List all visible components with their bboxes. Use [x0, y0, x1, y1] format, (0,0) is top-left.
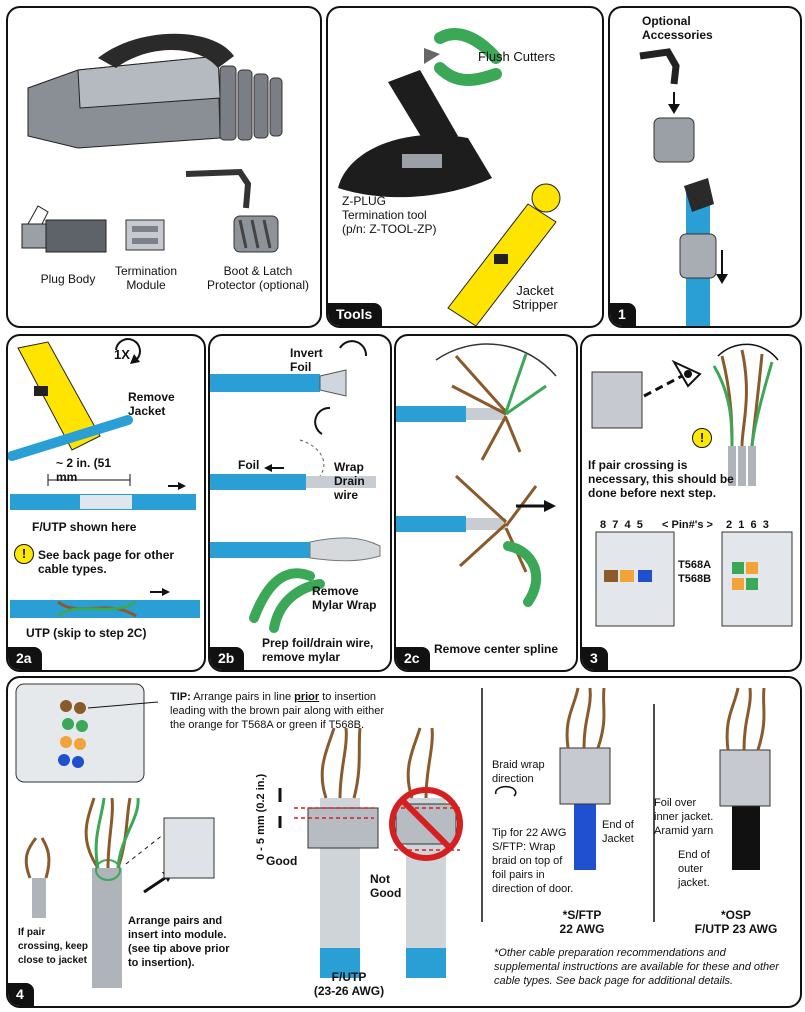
step1-panel: Optional Accessories 1 [608, 6, 802, 328]
step2c-panel: Remove center spline 2c [394, 334, 578, 672]
tip-22awg-note: Tip for 22 AWG S/FTP: Wrap braid on top … [492, 827, 574, 895]
remove-spline-caption: Remove center spline [434, 642, 559, 656]
tools-panel: Flush Cutters Z-PLUG Termination tool (p… [326, 6, 604, 328]
tools-illustration [338, 28, 561, 326]
invert-foil-label: Invert Foil [290, 346, 323, 374]
step2a-badge: 2a [8, 647, 42, 670]
step2a-illustration [8, 338, 200, 618]
end-outer-jacket-label: End of outer jacket. [678, 849, 710, 889]
step2b-panel: Invert Foil Foil Wrap Drain wire Remove … [208, 334, 392, 672]
pins-caption: < Pin#'s > [662, 519, 713, 531]
tip-text-2: to insertion leading with the brown pair… [170, 691, 385, 731]
step2c-illustration [396, 343, 557, 607]
foil-inner-label: Foil over inner jacket. [654, 797, 714, 823]
tip-label: TIP: [170, 691, 191, 703]
step4-illustration [15, 683, 771, 988]
tip-text: TIP: Arrange pairs in line prior to inse… [170, 690, 400, 732]
utp-label: UTP (skip to step 2C) [26, 626, 147, 640]
sftp-caption: *S/FTP 22 AWG [559, 908, 605, 936]
step2b-illustration [210, 340, 381, 633]
plug-illustration [21, 33, 283, 253]
flush-cutters-label: Flush Cutters [478, 49, 556, 64]
step1-badge: 1 [610, 303, 636, 326]
tip-prior: prior [294, 691, 320, 703]
t568a-label: T568A [678, 559, 712, 571]
see-back-note: See back page for other cable types. [38, 548, 175, 576]
braid-direction-label: Braid wrap direction [492, 759, 545, 785]
warning-icon: ! [692, 428, 712, 448]
zplug-tool-icon [338, 70, 492, 198]
termination-module-label: Termination Module [114, 264, 178, 292]
remove-mylar-label: Remove Mylar Wrap [312, 584, 377, 612]
step3-badge: 3 [582, 647, 608, 670]
good-label: Good [266, 854, 298, 868]
osp-caption: *OSP F/UTP 23 AWG [694, 908, 778, 936]
step1-illustration [639, 48, 728, 326]
step2c-badge: 2c [396, 647, 430, 670]
step2a-panel: 1X Remove Jacket ~ 2 in. (51 mm F/UTP sh… [6, 334, 206, 672]
not-good-label: Not Good [370, 872, 402, 900]
plug-body-label: Plug Body [40, 272, 96, 286]
jacket-stripper-label: Jacket Stripper [512, 283, 558, 312]
step3-panel: ! If pair crossing is necessary, this sh… [580, 334, 802, 672]
plug-body-icon [21, 205, 107, 253]
termination-module-icon [125, 219, 165, 251]
step1-title: Optional Accessories [642, 14, 713, 42]
crossing-note: If pair crossing, keep close to jacket [18, 927, 89, 966]
boot-latch-icon [185, 168, 279, 253]
other-cable-note: *Other cable preparation recommendations… [494, 947, 779, 987]
step3-illustration [591, 343, 793, 627]
pair-crossing-note: If pair crossing is necessary, this shou… [588, 458, 734, 500]
futp-label: F/UTP shown here [32, 520, 137, 534]
pins-right: 2 1 6 3 [726, 519, 769, 531]
length-label: ~ 2 in. (51 mm [56, 456, 112, 484]
end-of-jacket-label: End of Jacket [602, 819, 634, 845]
step2b-badge: 2b [210, 647, 245, 670]
remove-jacket-label: Remove Jacket [128, 390, 175, 418]
components-panel: Plug Body Termination Module Boot & Latc… [6, 6, 322, 328]
step4-badge: 4 [8, 983, 34, 1006]
prep-caption: Prep foil/drain wire, remove mylar [262, 636, 374, 664]
aramid-label: Aramid yarn [654, 825, 714, 837]
warning-icon: ! [14, 544, 34, 564]
t568b-label: T568B [678, 573, 712, 585]
pins-left: 8 7 4 5 [600, 519, 643, 531]
tools-badge: Tools [328, 303, 383, 326]
step4-panel: TIP: Arrange pairs in line prior to inse… [6, 676, 802, 1008]
boot-latch-label: Boot & Latch Protector (optional) [206, 264, 310, 292]
flush-cutters-icon [424, 28, 502, 86]
wrap-drain-label: Wrap Drain wire [334, 460, 365, 502]
futp-caption: F/UTP (23-26 AWG) [313, 970, 385, 998]
depth-label: 0 - 5 mm (0.2 in.) [255, 773, 267, 860]
jacket-stripper-icon [447, 183, 561, 326]
tip-text-1: Arrange pairs in line [190, 691, 295, 703]
rotate-label: 1X [114, 347, 130, 362]
zplug-tool-label: Z-PLUG Termination tool (p/n: Z-TOOL-ZP) [342, 194, 437, 236]
arrange-note: Arrange pairs and insert into module. (s… [128, 915, 230, 969]
foil-label: Foil [238, 458, 260, 472]
